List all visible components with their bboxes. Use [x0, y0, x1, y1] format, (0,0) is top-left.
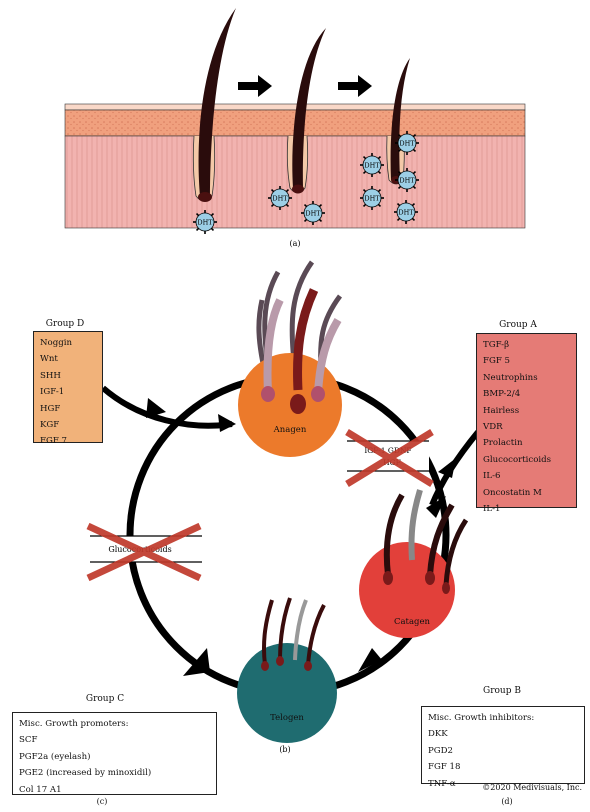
- group-a-item: Neutrophins: [483, 372, 538, 383]
- telogen-stage: Telogen: [237, 597, 337, 743]
- anagen-label: Anagen: [273, 425, 307, 435]
- group-c-item: Col 17 A1: [19, 784, 62, 795]
- group-a-item: Prolactin: [483, 438, 523, 449]
- dht-molecule: DHT: [360, 186, 384, 210]
- dht-label: DHT: [364, 162, 380, 170]
- group-c-title: Group C: [85, 694, 125, 704]
- group-d-item: FGF 7: [40, 436, 67, 447]
- skin-section: [64, 103, 526, 229]
- group-c-item: PGE2 (increased by minoxidil): [19, 768, 152, 779]
- dht-molecule: DHT: [360, 153, 384, 177]
- dht-molecule: DHT: [268, 186, 292, 210]
- group-c-box: Misc. Growth promoters: SCF PGF2a (eyelash…: [12, 712, 217, 795]
- group-d-item: HGF: [40, 403, 61, 414]
- group-b-item: Misc. Growth inhibitors:: [428, 713, 535, 723]
- catagen-label: Catagen: [394, 617, 431, 627]
- group-c-item: SCF: [19, 735, 38, 746]
- group-a-item: IL-6: [483, 471, 501, 482]
- follicle-2: [286, 28, 326, 194]
- group-a-item: BMP-2/4: [483, 389, 521, 400]
- dht-label: DHT: [305, 210, 321, 218]
- group-a-item: TGF-β: [483, 340, 510, 350]
- dht-molecule: DHT: [395, 168, 419, 192]
- catagen-stage: Catagen: [359, 489, 469, 638]
- dht-label: DHT: [399, 177, 415, 185]
- dht-molecule: DHT: [193, 210, 217, 234]
- group-d-item: Noggin: [40, 338, 72, 348]
- dht-molecule: DHT: [395, 131, 419, 155]
- group-b-item: DKK: [428, 729, 448, 740]
- group-a-arrowhead: [426, 496, 446, 518]
- group-a-item: FGF 5: [483, 356, 510, 367]
- crossed-left-label: Glucocorticoids: [86, 522, 202, 582]
- crossed-upper-text: IGF-1 GDNF: [364, 446, 411, 455]
- group-d-arrowhead-2: [218, 414, 236, 432]
- panel-b-label: (b): [279, 745, 290, 754]
- group-c-item: PGF2a (eyelash): [19, 751, 91, 762]
- dht-label: DHT: [399, 140, 415, 148]
- group-a-item: VDR: [483, 422, 503, 433]
- dht-label: DHT: [398, 209, 414, 217]
- follicle-1: [192, 8, 236, 202]
- group-d-arrowhead: [146, 398, 166, 418]
- telogen-label: Telogen: [270, 713, 304, 723]
- cycle-arrowhead-bottom-right: [358, 648, 382, 672]
- dht-molecule: DHT: [394, 200, 418, 224]
- group-b-item: PGD2: [428, 745, 454, 756]
- group-a-item: Hairless: [483, 405, 520, 416]
- group-a-arrowhead-2: [438, 458, 456, 478]
- group-d-arrow: [101, 385, 233, 429]
- group-d-title: Group D: [45, 319, 85, 329]
- group-a-title: Group A: [499, 320, 537, 330]
- progression-arrow-2: [338, 75, 372, 97]
- group-a-item: Glucocorticoids: [483, 454, 552, 465]
- group-a-arrow: [429, 430, 481, 507]
- cycle-arrowhead-left: [183, 648, 210, 676]
- panel-c-label: (c): [96, 797, 108, 806]
- progression-arrow-1: [238, 75, 272, 97]
- dht-molecules: DHT DHT DHT DHT DHT DHT DHT DHT: [193, 131, 419, 234]
- group-b-item: TNF-α: [428, 778, 456, 789]
- group-a-item: IL-1: [483, 504, 501, 515]
- group-d-item: Wnt: [40, 354, 58, 365]
- dht-label: DHT: [272, 195, 288, 203]
- anagen-stage: Anagen: [238, 260, 343, 457]
- dht-label: DHT: [197, 219, 213, 227]
- group-d-item: SHH: [40, 370, 61, 381]
- dht-label: DHT: [364, 195, 380, 203]
- group-b-title: Group B: [483, 686, 521, 696]
- group-c-item: Misc. Growth promoters:: [19, 719, 129, 729]
- copyright: ©2020 Medivisuals, Inc.: [482, 783, 582, 792]
- dht-molecule: DHT: [301, 201, 325, 225]
- group-b-item: FGF 18: [428, 762, 461, 773]
- panel-a-label: (a): [289, 239, 300, 248]
- crossed-upper-label: IGF-1 GDNF HGF: [345, 429, 434, 487]
- group-d-item: KGF: [40, 420, 60, 431]
- group-d-item: IGF-1: [40, 387, 65, 398]
- group-a-item: Oncostatin M: [483, 487, 542, 498]
- panel-d-label: (d): [501, 797, 513, 806]
